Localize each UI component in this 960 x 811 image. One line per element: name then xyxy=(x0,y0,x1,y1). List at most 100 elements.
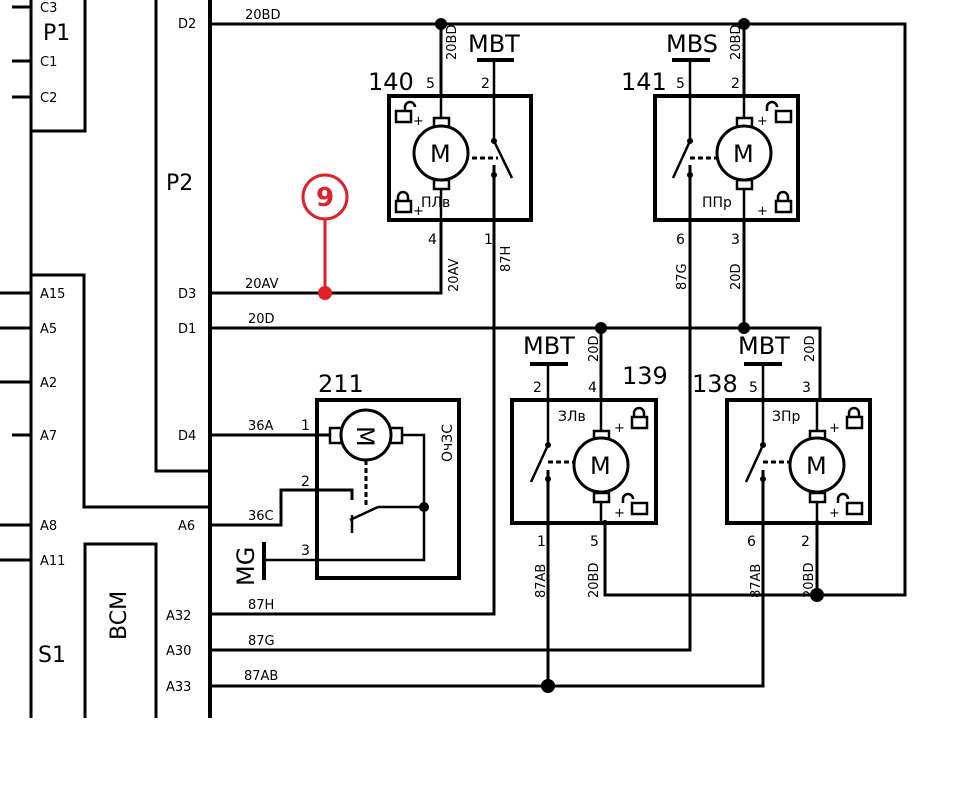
svg-text:+: + xyxy=(413,204,424,219)
svg-text:+: + xyxy=(614,506,625,521)
pin-c1: C1 xyxy=(40,55,57,70)
svg-text:+: + xyxy=(413,114,424,129)
pin-label: 2 xyxy=(481,76,490,92)
ground-label: MBS xyxy=(666,30,718,58)
wire-label-141-top: 20BD xyxy=(729,25,744,60)
lock-icon: + xyxy=(829,406,864,436)
svg-text:+: + xyxy=(757,204,768,219)
unlock-icon: + xyxy=(394,100,424,129)
pin-a11: A11 xyxy=(40,554,65,569)
pin-label: 5 xyxy=(676,76,685,92)
junction-node xyxy=(810,588,824,602)
lock-icon: + xyxy=(394,190,424,219)
wire-label-138-top: 20D xyxy=(803,335,818,362)
svg-text:+: + xyxy=(829,506,840,521)
pin-d3: D3 xyxy=(178,287,196,302)
pin-label: 2 xyxy=(731,76,740,92)
pin-a30: A30 xyxy=(166,644,191,659)
pin-label: 5 xyxy=(749,380,758,396)
pin-label: 1 xyxy=(537,534,546,550)
module-139: 139 2 4 1 5 MBT M ЗЛв + + xyxy=(510,332,668,550)
pin-label: 4 xyxy=(588,380,597,396)
module-211-id: 211 xyxy=(318,370,364,398)
p1-label: P1 xyxy=(43,21,70,46)
wire-label-141-switch: 87G xyxy=(675,263,690,290)
module-140: 140 5 2 4 1 MBT M ПЛв + + xyxy=(368,30,533,248)
module-139-name: ЗЛв xyxy=(558,409,586,425)
motor-symbol: M xyxy=(351,426,379,447)
module-138-name: ЗПр xyxy=(772,409,801,425)
pin-label: 2 xyxy=(301,474,310,490)
module-211: 211 1 2 3 ОчЗС M MG xyxy=(232,370,461,586)
motor-symbol: M xyxy=(733,140,754,168)
junction-node xyxy=(541,679,555,693)
pin-d1: D1 xyxy=(178,322,196,337)
pin-d2: D2 xyxy=(178,17,196,32)
pin-a6: A6 xyxy=(178,519,195,534)
bcm-label: BCM xyxy=(107,591,132,640)
callout-marker: 9 xyxy=(301,173,349,300)
ground-label: MG xyxy=(232,547,260,586)
motor-symbol: M xyxy=(590,452,611,480)
junction-node xyxy=(435,18,447,30)
module-138-id: 138 xyxy=(692,370,738,398)
wire-label-d3: 20AV xyxy=(245,277,279,292)
junction-node xyxy=(738,18,750,30)
unlock-icon: + xyxy=(757,100,793,129)
svg-text:+: + xyxy=(829,421,840,436)
pin-a8: A8 xyxy=(40,519,57,534)
lock-icon: + xyxy=(757,190,793,219)
lock-icon: + xyxy=(614,406,649,436)
module-211-name: ОчЗС xyxy=(440,424,456,462)
module-141-id: 141 xyxy=(621,68,667,96)
ground-label: MBT xyxy=(738,332,790,360)
wire-label-d1: 20D xyxy=(248,312,275,327)
module-141: 141 5 2 6 3 MBS M ППр + + xyxy=(621,30,800,248)
svg-text:+: + xyxy=(614,421,625,436)
pin-label: 3 xyxy=(731,232,740,248)
pin-label: 1 xyxy=(301,418,310,434)
ground-label: MBT xyxy=(523,332,575,360)
wire-label-140-top: 20BD xyxy=(445,25,460,60)
ecu-p2-block: P2 D2 D3 D1 D4 A6 A32 A30 A33 xyxy=(154,0,212,718)
pin-a15: A15 xyxy=(40,287,65,302)
wire-label-141-bottom: 20D xyxy=(729,263,744,290)
pin-label: 6 xyxy=(676,232,685,248)
motor-icon xyxy=(715,124,773,182)
module-141-name: ППр xyxy=(702,195,732,211)
wire-label-138-switch: 87AB xyxy=(749,564,764,598)
wire-label-a6: 36C xyxy=(248,509,274,524)
motor-symbol: M xyxy=(430,140,451,168)
svg-text:+: + xyxy=(757,114,768,129)
unlock-icon: + xyxy=(829,492,864,521)
wire-label-140-bottom: 20AV xyxy=(447,258,462,292)
module-138: 138 5 3 6 2 MBT M ЗПр + + xyxy=(692,332,872,550)
pin-a7: A7 xyxy=(40,429,57,444)
module-140-name: ПЛв xyxy=(421,195,450,211)
pin-a2: A2 xyxy=(40,376,57,391)
pin-label: 2 xyxy=(801,534,810,550)
wire-label-139-top: 20D xyxy=(587,335,602,362)
ground-label: MBT xyxy=(468,30,520,58)
pin-label: 5 xyxy=(590,534,599,550)
unlock-icon: + xyxy=(614,492,649,521)
pin-label: 3 xyxy=(301,543,310,559)
wire-label-139-motor: 20BD xyxy=(587,563,602,598)
callout-number: 9 xyxy=(316,183,334,213)
wire-label-d2: 20BD xyxy=(245,8,280,23)
s1-label: S1 xyxy=(38,643,66,668)
wire-label-140-switch: 87H xyxy=(499,246,514,272)
pin-label: 5 xyxy=(426,76,435,92)
pin-label: 4 xyxy=(428,232,437,248)
pin-d4: D4 xyxy=(178,429,196,444)
wire-label-d4: 36A xyxy=(248,419,274,434)
junction-node xyxy=(738,322,750,334)
pin-label: 1 xyxy=(484,232,493,248)
motor-icon xyxy=(572,436,630,494)
motor-icon xyxy=(412,124,470,182)
p2-label: P2 xyxy=(166,171,193,196)
pin-c2: C2 xyxy=(40,91,57,106)
pin-label: 2 xyxy=(533,380,542,396)
wire-label-a32: 87H xyxy=(248,598,274,613)
